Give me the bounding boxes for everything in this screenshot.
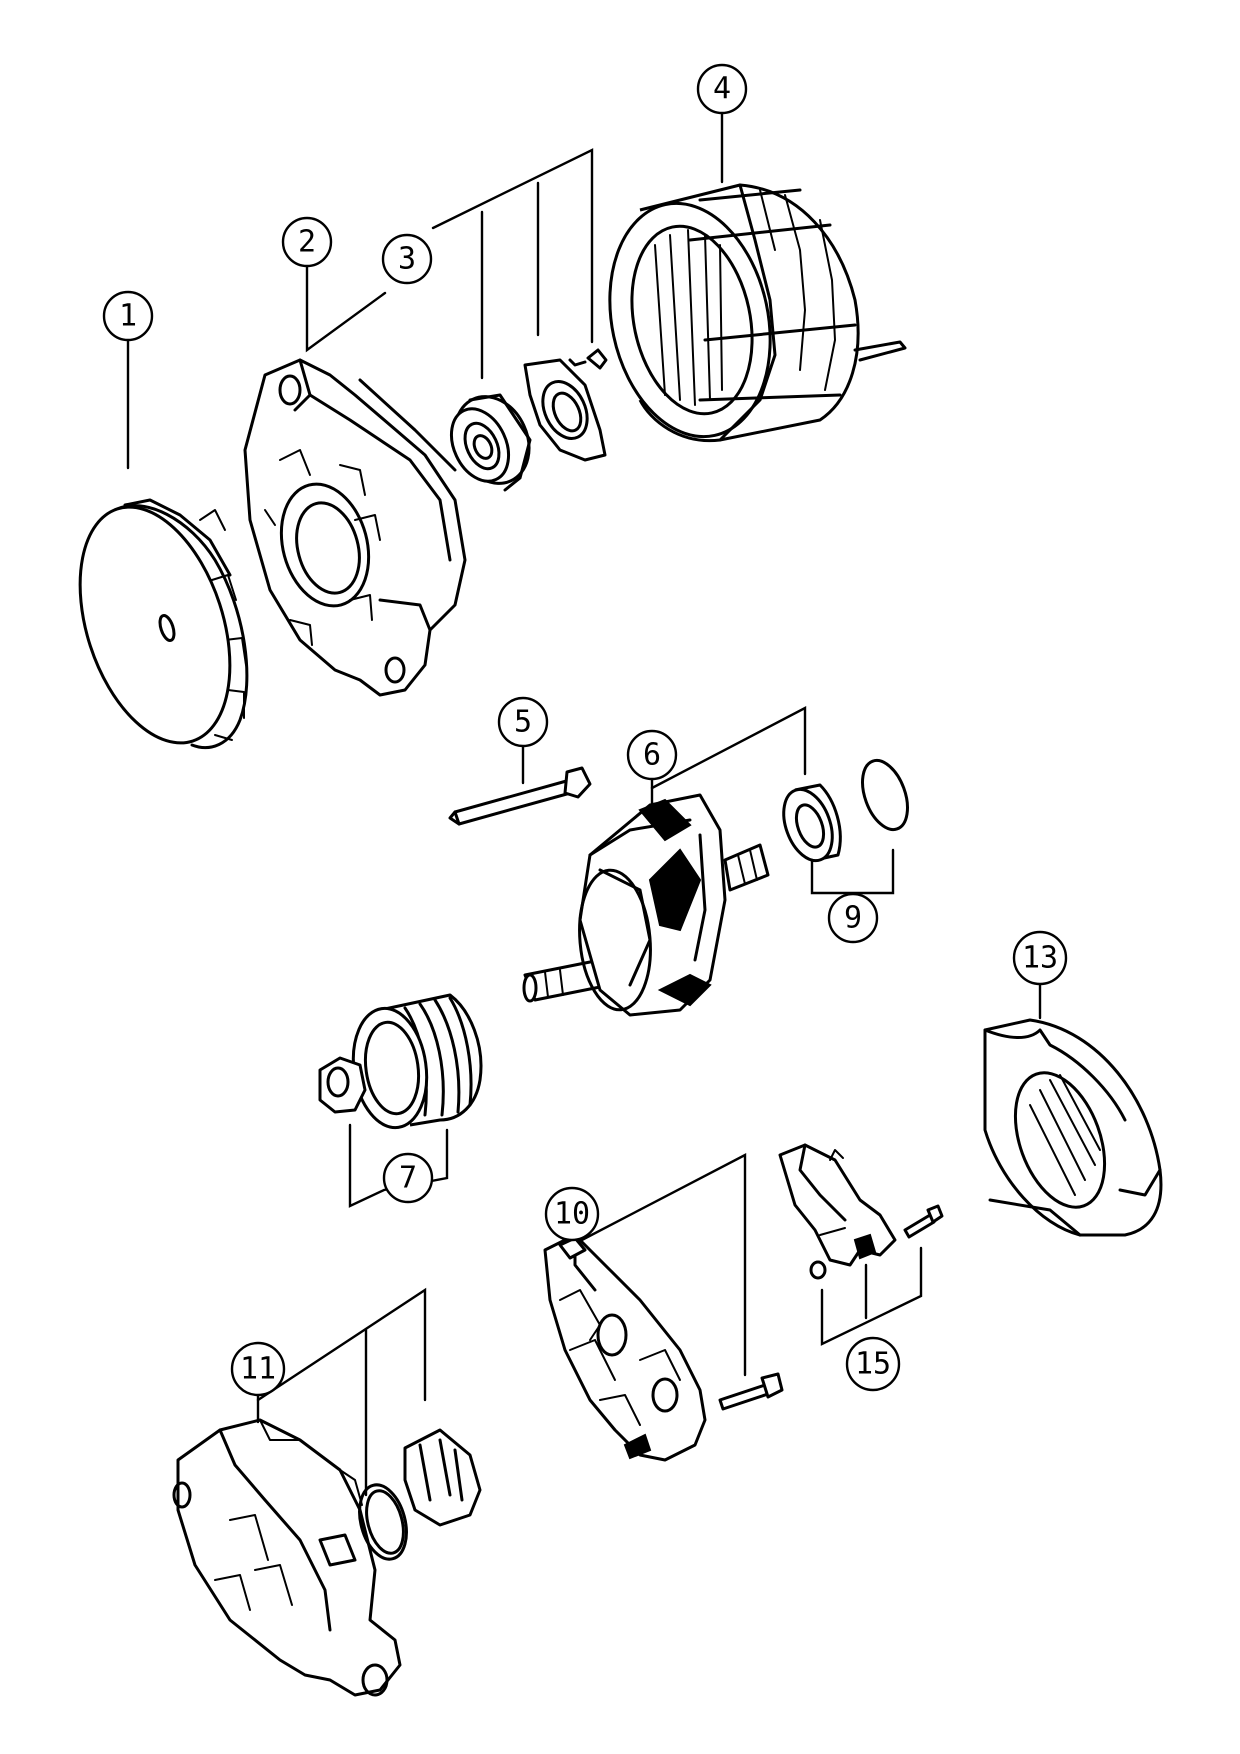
callout-2-label: 2 <box>298 225 316 260</box>
callout-4-label: 4 <box>713 72 731 107</box>
callout-15-label: 15 <box>855 1347 891 1382</box>
callout-10-label: 10 <box>554 1197 590 1232</box>
callout-13-label: 13 <box>1022 941 1058 976</box>
callout-6: 6 <box>626 729 678 781</box>
part-rear-cover <box>983 1018 1163 1237</box>
part-rotor <box>522 793 770 1017</box>
callout-11-label: 11 <box>240 1352 276 1387</box>
callout-13: 13 <box>1012 930 1068 986</box>
callout-10: 10 <box>544 1186 600 1242</box>
callout-7: 7 <box>382 1152 434 1204</box>
callout-1-label: 1 <box>119 299 137 334</box>
callout-5: 5 <box>497 696 549 748</box>
callout-3-label: 3 <box>398 242 416 277</box>
part-through-bolt <box>448 766 592 826</box>
callout-5-label: 5 <box>514 705 532 740</box>
part-bearing-kit <box>449 348 608 492</box>
leader-7 <box>348 1123 449 1208</box>
part-slip-ring-end-housing <box>172 1418 482 1697</box>
part-rear-bearing <box>782 758 909 863</box>
callout-11: 11 <box>230 1341 286 1397</box>
callout-15: 15 <box>845 1336 901 1392</box>
leader-2 <box>305 265 387 353</box>
callout-2: 2 <box>281 216 333 268</box>
leader-15 <box>820 1246 923 1346</box>
part-regulator <box>778 1143 944 1280</box>
part-drive-end-housing <box>243 358 467 697</box>
callout-1: 1 <box>102 290 154 342</box>
leader-3 <box>431 148 594 344</box>
part-fan <box>78 498 249 750</box>
leader-lines <box>126 112 1042 1497</box>
callout-3: 3 <box>381 233 433 285</box>
callout-9-label: 9 <box>844 901 862 936</box>
leader-10 <box>578 1153 747 1377</box>
callout-6-label: 6 <box>643 738 661 773</box>
part-stator <box>608 183 907 443</box>
callout-7-label: 7 <box>399 1161 417 1196</box>
callout-4: 4 <box>696 63 748 115</box>
part-rectifier <box>543 1233 784 1462</box>
callout-9: 9 <box>827 892 879 944</box>
part-pulley <box>318 993 483 1130</box>
